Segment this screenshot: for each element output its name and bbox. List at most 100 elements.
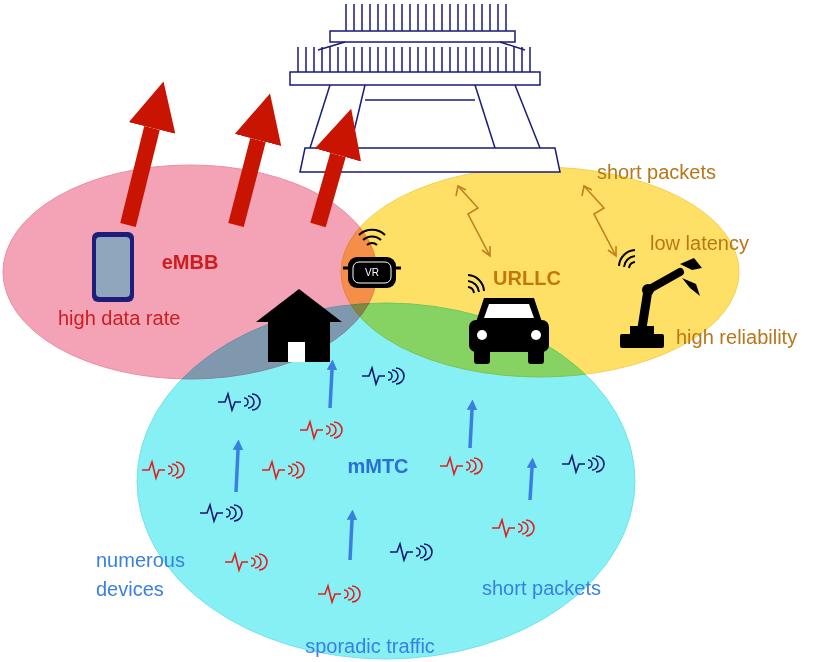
device-signal <box>300 422 342 438</box>
antenna-fins <box>345 4 347 31</box>
antenna-fins <box>337 47 339 72</box>
car-icon <box>469 320 549 352</box>
device-signal <box>200 505 242 521</box>
antenna-fins <box>457 4 459 31</box>
house-icon <box>288 342 305 362</box>
antenna-fins <box>481 4 483 31</box>
wifi-signal <box>468 275 484 293</box>
uplink-arrow <box>236 140 258 225</box>
base-station-tower <box>350 85 365 148</box>
antenna-fins <box>441 47 443 72</box>
device-signal <box>142 462 184 478</box>
device-signal <box>318 586 360 602</box>
antenna-fins <box>361 47 363 72</box>
text-holder: mMTC <box>347 452 408 481</box>
antenna-fins <box>346 4 506 31</box>
car-icon <box>531 330 541 340</box>
uplink-arrow <box>530 468 532 500</box>
device-label: VR <box>365 267 379 278</box>
car-icon <box>528 348 544 364</box>
wifi-signal <box>624 256 635 267</box>
antenna-fins <box>401 47 403 72</box>
uplink-arrow <box>236 370 532 560</box>
radio-link <box>456 186 466 196</box>
antenna-fins <box>465 47 467 72</box>
radio-link <box>582 186 592 196</box>
uplink-arrow <box>318 155 338 225</box>
antenna-fins <box>369 47 371 72</box>
antenna-fins <box>513 47 515 72</box>
antenna-fins <box>473 47 475 72</box>
text-holder: eMBB <box>162 248 219 277</box>
antenna-fins <box>417 4 419 31</box>
house-icon <box>256 289 342 362</box>
robot-arm-icon <box>682 278 700 296</box>
region-feature: sporadic traffic <box>305 632 435 661</box>
region-title: mMTC <box>347 452 408 481</box>
antenna-fins <box>393 4 395 31</box>
antenna-fins <box>505 4 507 31</box>
smartphone-icon <box>96 237 130 297</box>
region-title: eMBB <box>162 248 219 277</box>
text-holder: short packets <box>482 574 601 603</box>
car-icon <box>468 275 549 364</box>
robot-arm-icon <box>642 284 654 296</box>
vr-headset-icon <box>343 230 401 288</box>
antenna-fins <box>361 4 363 31</box>
wifi-signal <box>363 236 381 240</box>
region-ellipse <box>136 302 636 660</box>
text-holder: high data rate <box>58 304 180 333</box>
house-icon <box>256 289 342 322</box>
region-feature: short packets <box>597 158 716 187</box>
antenna-fins <box>529 47 531 72</box>
uplink-arrow <box>128 128 152 225</box>
uplink-arrow <box>350 520 352 560</box>
uplink-arrow <box>330 370 332 408</box>
robot-arm-icon <box>620 334 664 348</box>
antenna-fins <box>385 47 387 72</box>
text-holder: URLLC <box>493 264 561 293</box>
wifi-signal <box>367 243 377 245</box>
text-holder: short packets <box>597 158 716 187</box>
antenna-fins <box>409 4 411 31</box>
antenna-fins <box>497 4 499 31</box>
region-feature: high reliability <box>676 323 797 352</box>
device-signal <box>390 544 432 560</box>
antenna-fins <box>393 47 395 72</box>
device-signal <box>225 554 267 570</box>
text-holder: low latency <box>650 229 749 258</box>
wifi-signal <box>468 275 484 291</box>
region-feature: numerous devices <box>96 546 208 604</box>
antenna-fins <box>489 4 491 31</box>
base-station-tower <box>365 99 475 101</box>
antenna-fins <box>313 47 315 72</box>
vr-headset-icon <box>348 257 396 288</box>
antenna-fins <box>409 47 411 72</box>
car-icon <box>476 298 542 322</box>
car-icon <box>474 348 490 364</box>
car-icon <box>477 330 487 340</box>
antenna-fins <box>449 4 451 31</box>
wifi-signal <box>619 250 635 266</box>
antenna-fins <box>329 47 331 72</box>
antenna-fins <box>385 4 387 31</box>
antenna-fins <box>297 47 299 72</box>
base-station-tower <box>290 4 560 172</box>
region-feature: short packets <box>482 574 601 603</box>
smartphone-icon <box>92 232 134 302</box>
antenna-fins <box>353 47 355 72</box>
wifi-signal <box>359 230 385 235</box>
radio-link <box>458 186 490 256</box>
wifi-signal <box>629 262 635 268</box>
text-holder: numerous devices <box>96 546 208 604</box>
robot-arm-icon <box>680 258 702 270</box>
base-station-tower <box>290 72 540 85</box>
antenna-fins <box>473 4 475 31</box>
wifi-signal <box>468 287 474 293</box>
base-station-tower <box>330 31 515 42</box>
device-signal <box>142 422 534 602</box>
uplink-arrow <box>236 450 238 492</box>
antenna-fins <box>298 47 530 72</box>
antenna-fins <box>433 47 435 72</box>
antenna-fins <box>465 4 467 31</box>
